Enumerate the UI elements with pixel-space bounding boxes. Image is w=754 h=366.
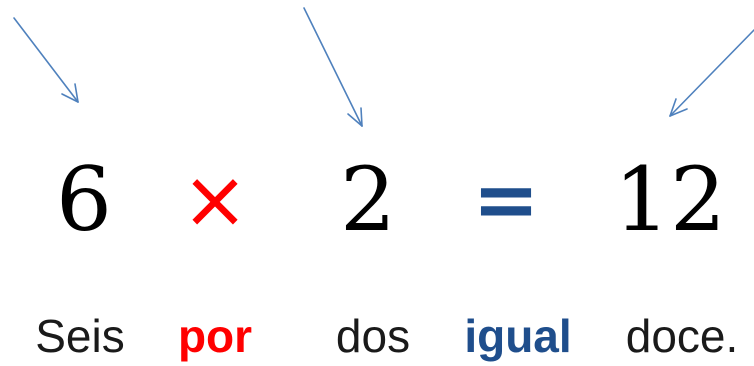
operand-two: 2 xyxy=(340,148,396,251)
word-por: por xyxy=(177,310,253,362)
arrow-to-twelve xyxy=(669,29,754,117)
word-dos: dos xyxy=(335,310,411,362)
word-igual: igual xyxy=(464,310,572,362)
arrow-to-six xyxy=(13,17,79,103)
equals-sign: = xyxy=(472,153,540,246)
operand-six: 6 xyxy=(56,148,112,251)
word-doce: doce. xyxy=(625,310,739,362)
word-seis: Seis xyxy=(35,310,125,362)
result-twelve: 12 xyxy=(614,148,726,251)
times-sign: × xyxy=(181,153,249,246)
arrow-to-two xyxy=(303,7,363,127)
